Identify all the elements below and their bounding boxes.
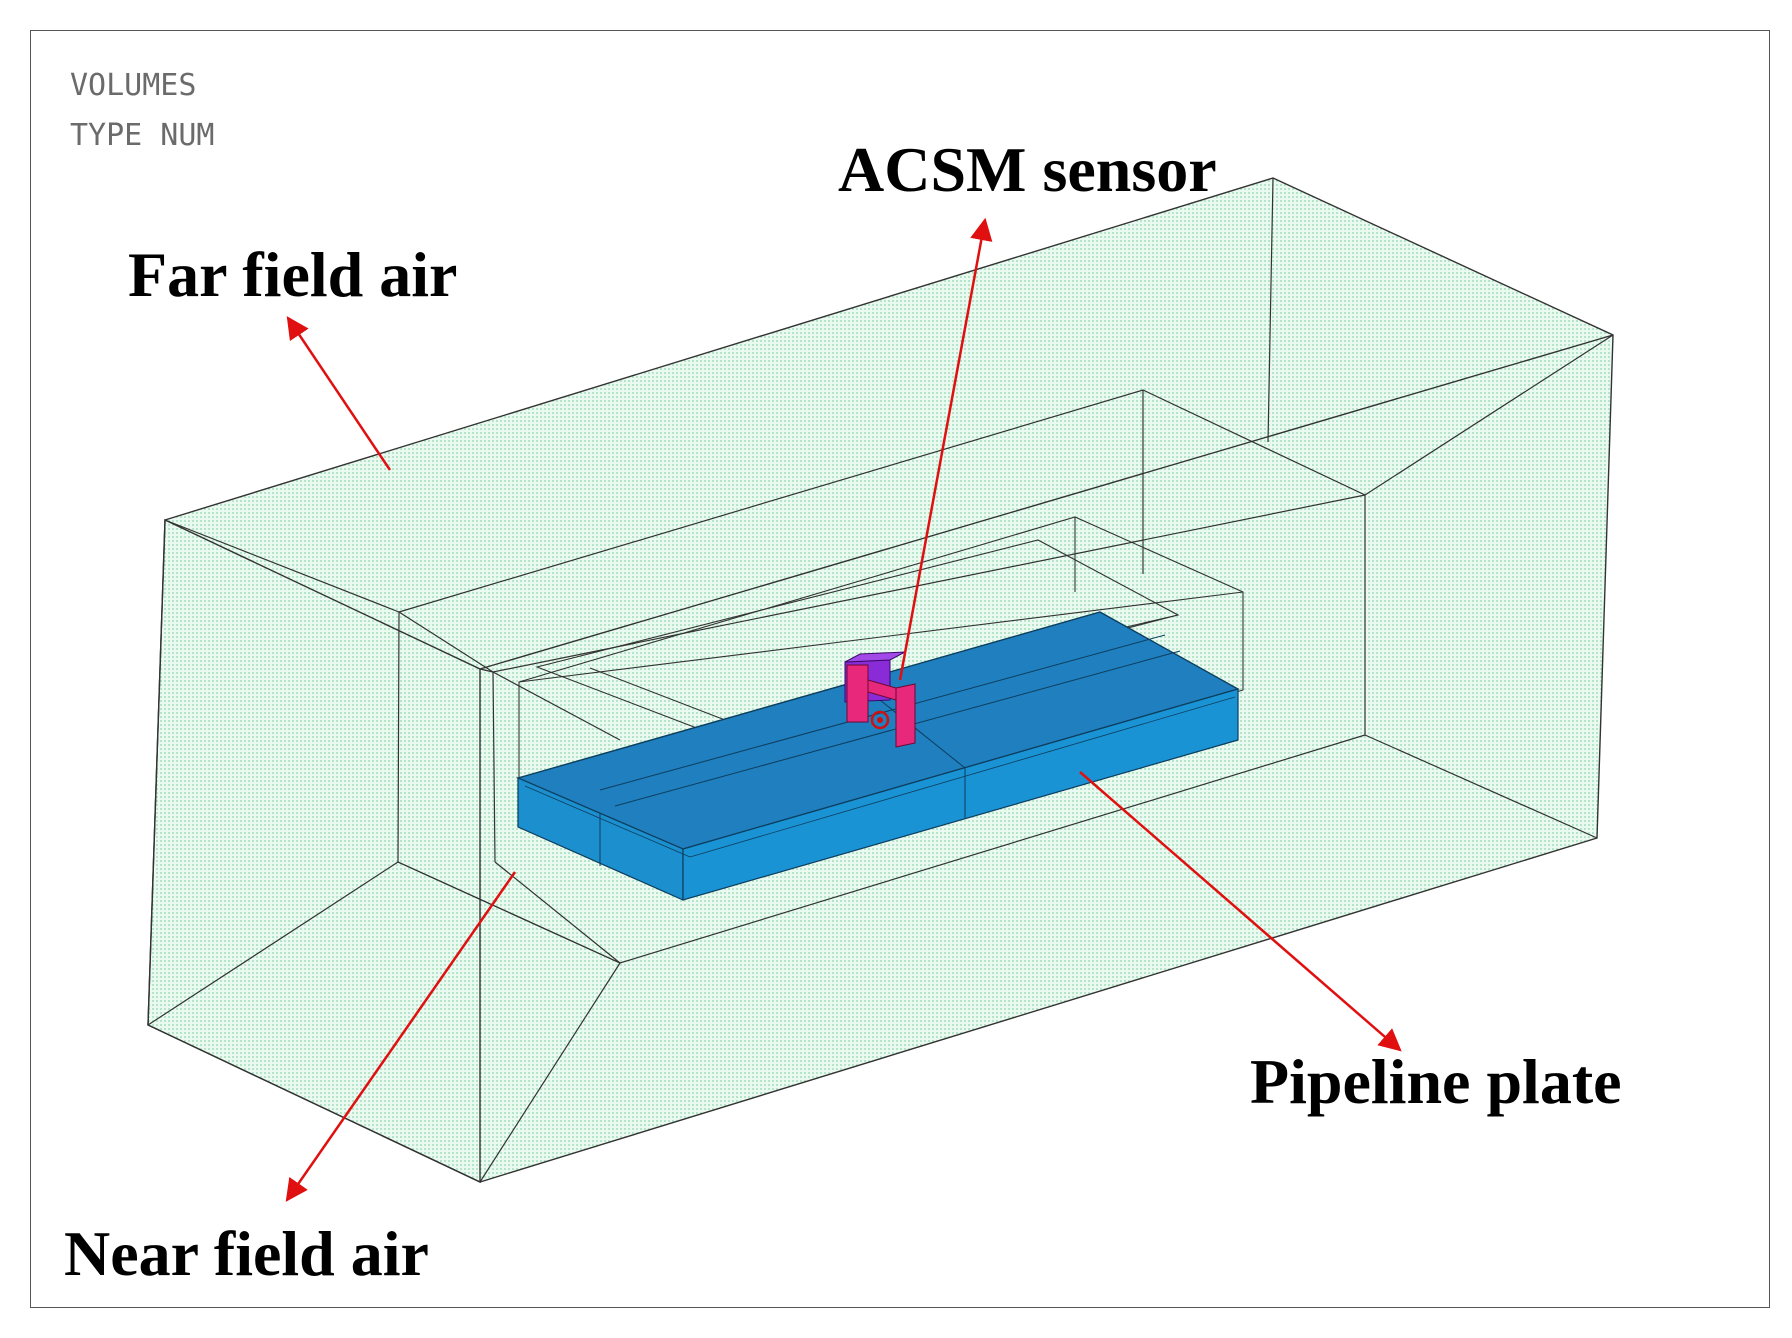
label-far-field-air: Far field air	[128, 239, 458, 310]
label-acsm-sensor: ACSM sensor	[838, 134, 1217, 205]
callout-arrows	[285, 217, 1402, 1202]
near-field-air-volume	[397, 389, 1366, 964]
pipeline-plate	[515, 611, 1240, 901]
header-type-num: TYPE NUM	[70, 118, 215, 153]
far-field-air-arrow	[286, 316, 392, 471]
acsm-sensor-arrow	[898, 217, 993, 681]
near-field-air-arrow	[285, 871, 517, 1202]
header-volumes: VOLUMES	[70, 68, 197, 103]
pipeline-plate-arrow	[1079, 771, 1402, 1052]
label-pipeline-plate: Pipeline plate	[1250, 1046, 1622, 1117]
label-near-field-air: Near field air	[64, 1218, 429, 1289]
